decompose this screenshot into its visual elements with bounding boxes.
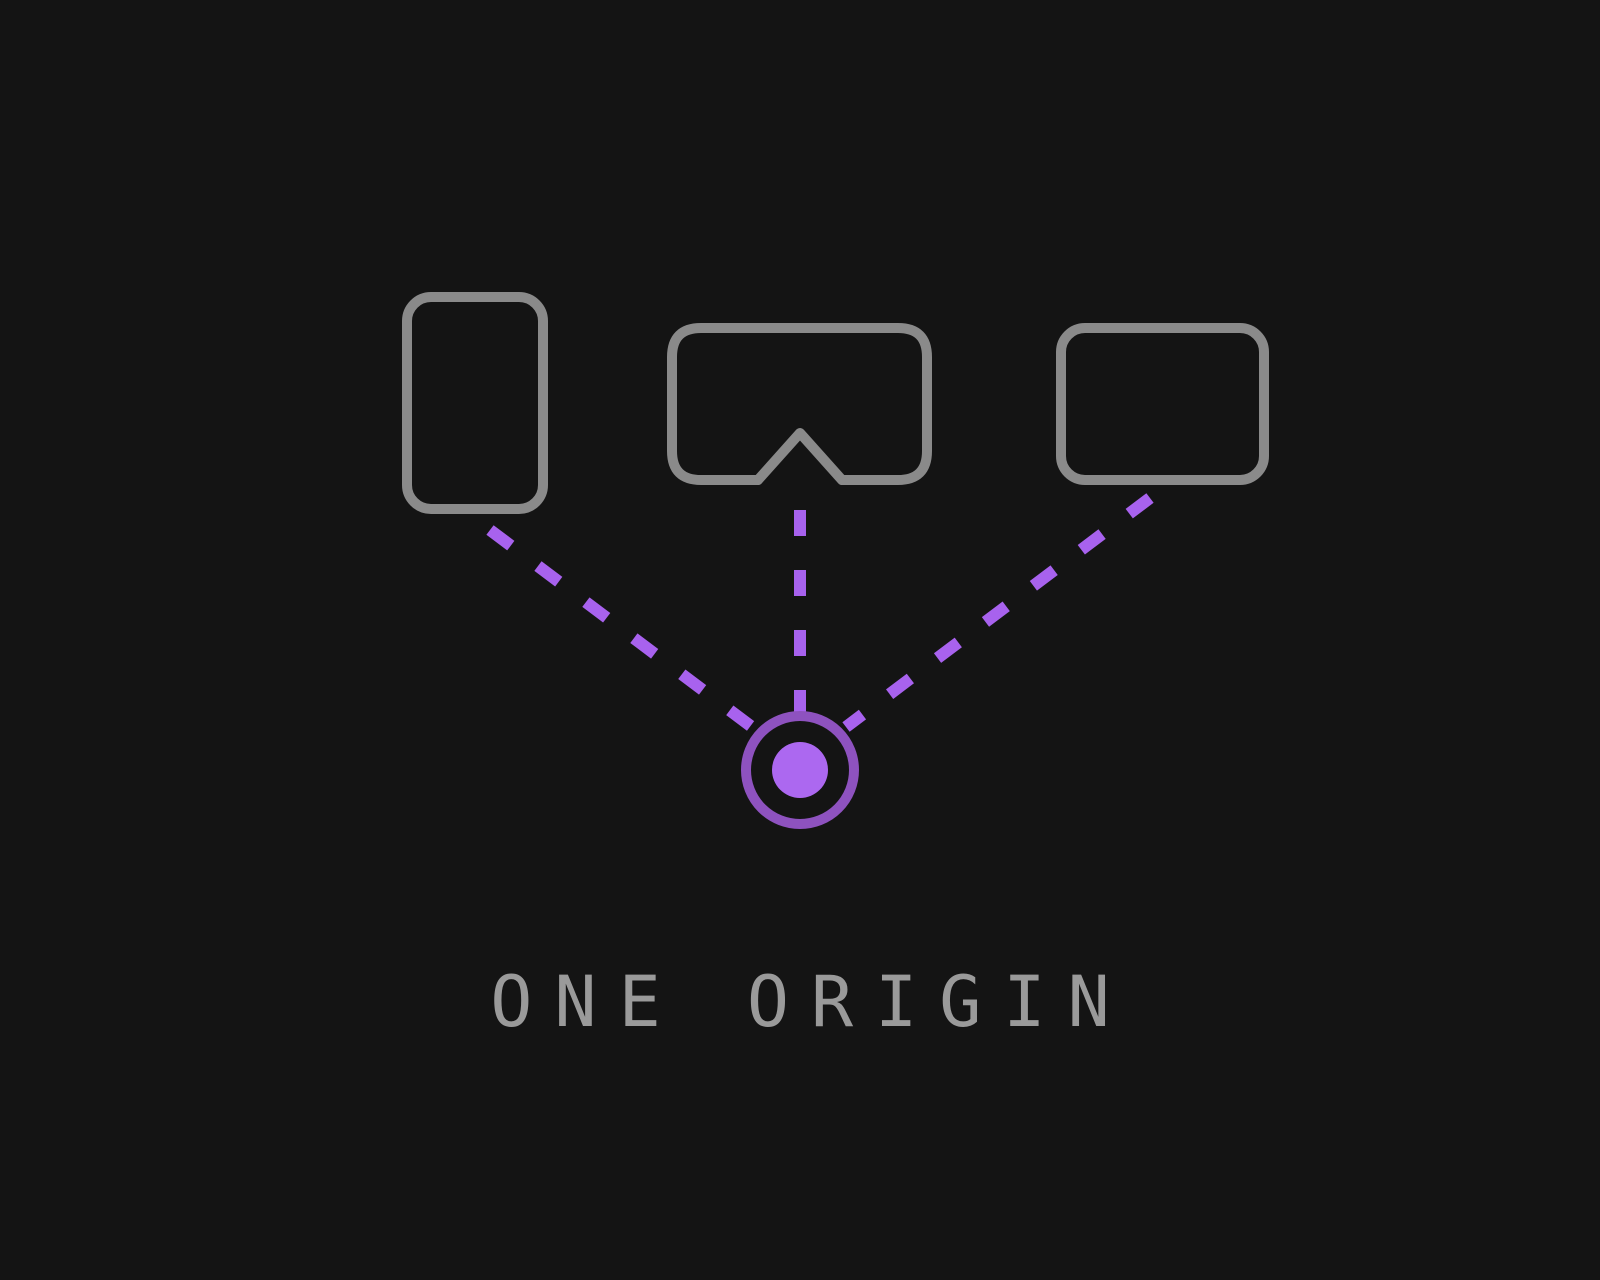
origin-dot (772, 742, 828, 798)
link-phone-to-origin (486, 525, 756, 732)
vr-headset-outline-icon (667, 323, 932, 485)
display-outline-icon (1056, 323, 1269, 485)
link-display-to-origin (842, 493, 1154, 732)
origin-ring (741, 711, 859, 829)
diagram-caption: ONE ORIGIN (490, 961, 1132, 1043)
phone-outline-icon (402, 292, 548, 514)
origin-target-icon (741, 711, 859, 829)
